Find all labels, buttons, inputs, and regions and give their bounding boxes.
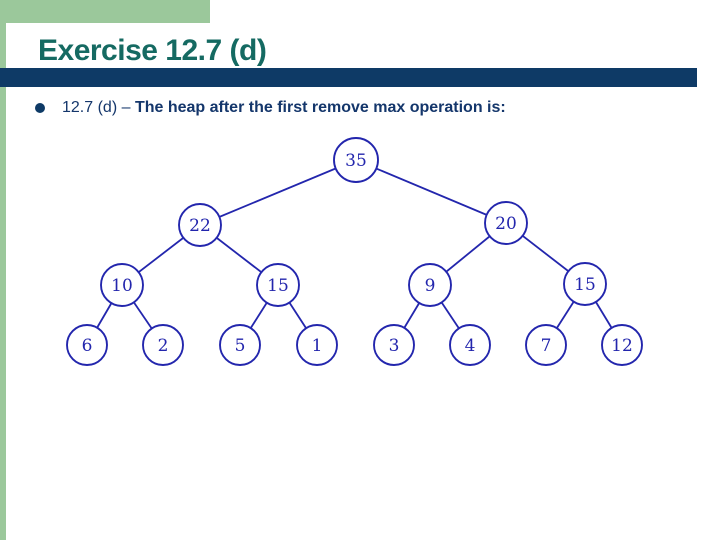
tree-node-value: 4: [465, 336, 476, 356]
tree-node: 3: [373, 324, 415, 366]
tree-node: 6: [66, 324, 108, 366]
tree-node-value: 2: [158, 336, 169, 356]
tree-node-value: 1: [312, 336, 323, 356]
tree-node-value: 9: [425, 276, 436, 296]
tree-node-circle: [373, 324, 415, 366]
tree-edge: [199, 159, 357, 226]
tree-node: 5: [219, 324, 261, 366]
tree-node-circle: [296, 324, 338, 366]
green-left-strip-decoration: [0, 0, 6, 540]
tree-node-value: 6: [82, 336, 93, 356]
tree-node-circle: [219, 324, 261, 366]
title-divider-bar: [0, 68, 697, 87]
bullet-text-emphasis: The heap after the first remove max oper…: [134, 99, 506, 116]
tree-node-value: 10: [111, 276, 133, 296]
tree-node-value: 5: [235, 336, 246, 356]
tree-node: 35: [333, 137, 379, 183]
tree-node-value: 15: [574, 275, 596, 295]
tree-node: 15: [563, 262, 607, 306]
tree-node-circle: [449, 324, 491, 366]
bullet-text: 12.7 (d) – The heap after the first remo…: [62, 98, 506, 118]
tree-node: 15: [256, 263, 300, 307]
tree-node: 2: [142, 324, 184, 366]
tree-node-circle: [484, 201, 528, 245]
tree-node-circle: [525, 324, 567, 366]
tree-node-circle: [333, 137, 379, 183]
tree-node-circle: [100, 263, 144, 307]
tree-node-value: 12: [611, 336, 633, 356]
tree-edge: [355, 159, 507, 224]
tree-node: 12: [601, 324, 643, 366]
bullet-item: 12.7 (d) – The heap after the first remo…: [35, 98, 695, 118]
bullet-icon: [35, 103, 45, 113]
tree-node-value: 3: [389, 336, 400, 356]
tree-node-circle: [256, 263, 300, 307]
tree-node-value: 15: [267, 276, 289, 296]
tree-node-circle: [408, 263, 452, 307]
tree-node: 10: [100, 263, 144, 307]
tree-node: 4: [449, 324, 491, 366]
green-top-decoration: [0, 0, 210, 23]
tree-node: 7: [525, 324, 567, 366]
tree-node-value: 22: [189, 216, 211, 236]
tree-node: 20: [484, 201, 528, 245]
tree-node-value: 20: [495, 214, 517, 234]
bullet-text-prefix: 12.7 (d) –: [62, 99, 135, 116]
tree-node-circle: [563, 262, 607, 306]
tree-node-value: 7: [541, 336, 552, 356]
slide-title: Exercise 12.7 (d): [38, 34, 267, 67]
tree-node-value: 35: [345, 151, 367, 171]
tree-node-circle: [66, 324, 108, 366]
tree-node: 22: [178, 203, 222, 247]
tree-node: 1: [296, 324, 338, 366]
tree-node: 9: [408, 263, 452, 307]
tree-node-circle: [142, 324, 184, 366]
tree-node-circle: [601, 324, 643, 366]
tree-node-circle: [178, 203, 222, 247]
